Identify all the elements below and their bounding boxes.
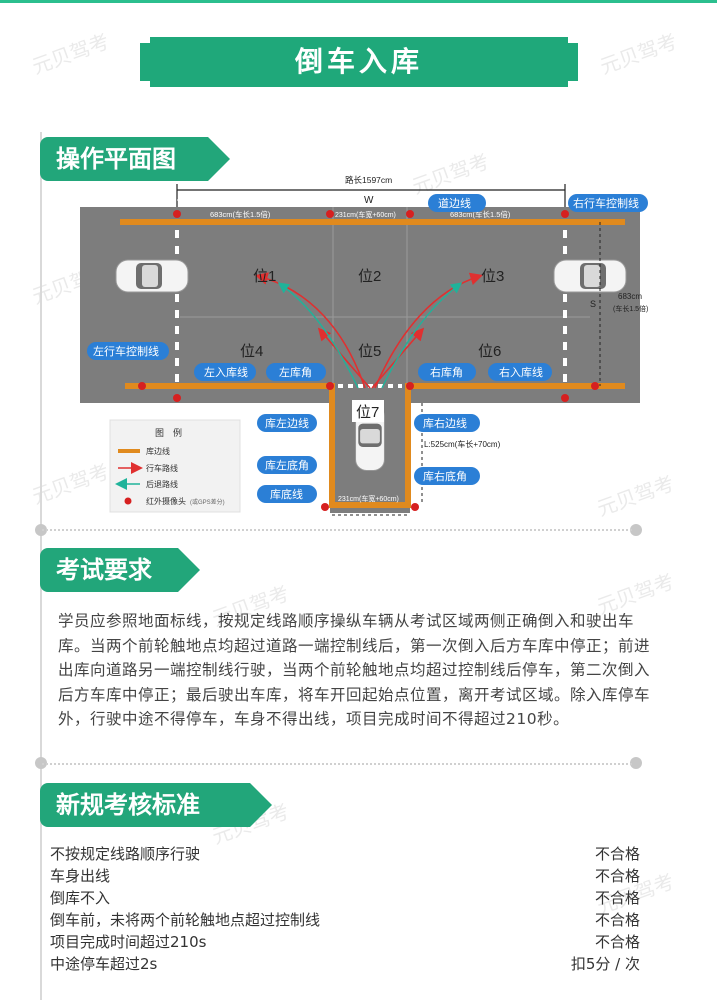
mid-width-top-label: 231cm(车宽+60cm) <box>335 210 396 219</box>
position-label: 位5 <box>358 343 381 360</box>
parking-plan-diagram: 位1 位2 位3 位4 位5 位6 位7 路长1597cm W 683cm(车长… <box>80 175 648 516</box>
right-segment-label: 683cm(车长1.5倍) <box>450 209 511 219</box>
top-accent-rule <box>0 0 717 3</box>
position-label: 位3 <box>481 268 504 285</box>
bay-length-label: L:525cm(车长+70cm) <box>424 439 501 449</box>
legend-item: 行车路线 <box>146 463 178 473</box>
title-banner: 倒车入库 <box>140 37 578 87</box>
side-dimension-note: (车长1.5倍) <box>613 304 648 313</box>
section-title-requirements: 考试要求 <box>40 548 200 592</box>
car-icon <box>553 259 627 293</box>
callout-bay-right-bottom-corner: 库右底角 <box>423 469 467 483</box>
standard-result: 不合格 <box>594 911 640 929</box>
section-title-plan: 操作平面图 <box>40 137 230 181</box>
drive-route-up <box>317 327 371 389</box>
list-item: 中途停车超过2s 扣5分 / 次 <box>50 953 640 975</box>
reverse-route-right <box>381 282 463 389</box>
standard-item: 倒库不入 <box>50 889 111 907</box>
standard-result: 扣5分 / 次 <box>570 955 640 973</box>
callout-right-corner: 右库角 <box>430 365 463 379</box>
callout-left-control: 左行车控制线 <box>93 344 159 358</box>
camera-dots <box>138 210 599 511</box>
callout-bay-left-edge: 库左边线 <box>265 416 309 430</box>
requirements-text: 学员应参照地面标线，按规定线路顺序操纵车辆从考试区域两侧正确倒入和驶出车库。当两… <box>58 612 651 728</box>
list-item: 不按规定线路顺序行驶 不合格 <box>50 843 640 865</box>
list-item: 倒车前，未将两个前轮触地点超过控制线 不合格 <box>50 909 640 931</box>
standard-item: 不按规定线路顺序行驶 <box>50 845 201 863</box>
drive-route-right <box>374 272 484 389</box>
timeline-dot <box>630 757 642 769</box>
legend-item: 红外摄像头 <box>146 496 186 506</box>
standard-result: 不合格 <box>594 933 640 951</box>
callout-right-control: 右行车控制线 <box>573 196 639 210</box>
list-item: 车身出线 不合格 <box>50 865 640 887</box>
standard-result: 不合格 <box>594 845 640 863</box>
position-label: 位4 <box>240 343 263 360</box>
standard-item: 倒车前，未将两个前轮触地点超过控制线 <box>50 911 321 929</box>
callout-bay-bottom: 库底线 <box>270 487 303 501</box>
watermark: 元贝驾考 <box>596 28 681 79</box>
callout-left-corner: 左库角 <box>279 366 312 379</box>
section-divider <box>42 529 632 531</box>
drive-route-left <box>254 272 366 389</box>
watermark: 元贝驾考 <box>28 28 113 79</box>
standard-result: 不合格 <box>594 867 640 885</box>
side-dimension-label: 683cm <box>618 292 642 301</box>
reverse-route-left <box>277 282 359 389</box>
standards-list: 不按规定线路顺序行驶不合格 车身出线不合格 倒库不入不合格 倒车前，未将两个前轮… <box>50 843 640 975</box>
legend-item: 库边线 <box>146 446 170 456</box>
callout-left-entry: 左入库线 <box>204 365 248 379</box>
position-label: 位1 <box>253 268 276 285</box>
callout-bay-left-bottom-corner: 库左底角 <box>265 458 309 472</box>
timeline-dot <box>630 524 642 536</box>
section-title-standards: 新规考核标准 <box>40 783 272 827</box>
road-length-label: 路长1597cm <box>345 175 392 185</box>
standard-item: 车身出线 <box>50 867 111 885</box>
legend: 图 例 库边线 行车路线 后退路线 红外摄像头 (或GPS差分) <box>109 419 241 513</box>
standard-item: 中途停车超过2s <box>50 955 158 973</box>
callout-right-entry: 右入库线 <box>499 365 543 379</box>
mid-width-bottom-label: 231cm(车宽+60cm) <box>338 494 399 503</box>
standard-result: 不合格 <box>594 889 640 907</box>
timeline-dot <box>35 524 47 536</box>
legend-note: (或GPS差分) <box>190 498 225 506</box>
timeline-dot <box>35 757 47 769</box>
left-segment-label: 683cm(车长1.5倍) <box>210 209 271 219</box>
callout-road-edge: 道边线 <box>438 196 471 210</box>
page-title: 倒车入库 <box>294 45 423 78</box>
legend-title: 图 例 <box>155 427 182 438</box>
position-label: 位2 <box>358 268 381 285</box>
car-icon <box>115 259 189 293</box>
legend-item: 后退路线 <box>146 479 178 489</box>
position-label: 位6 <box>478 343 501 360</box>
standard-item: 项目完成时间超过210s <box>50 933 207 951</box>
list-item: 倒库不入 不合格 <box>50 887 640 909</box>
position-label: 位7 <box>356 404 379 421</box>
section-divider <box>42 763 632 765</box>
callout-bay-right-edge: 库右边线 <box>423 416 467 430</box>
list-item: 项目完成时间超过210s 不合格 <box>50 931 640 953</box>
s-label: S <box>590 299 596 309</box>
w-label: W <box>364 195 374 206</box>
